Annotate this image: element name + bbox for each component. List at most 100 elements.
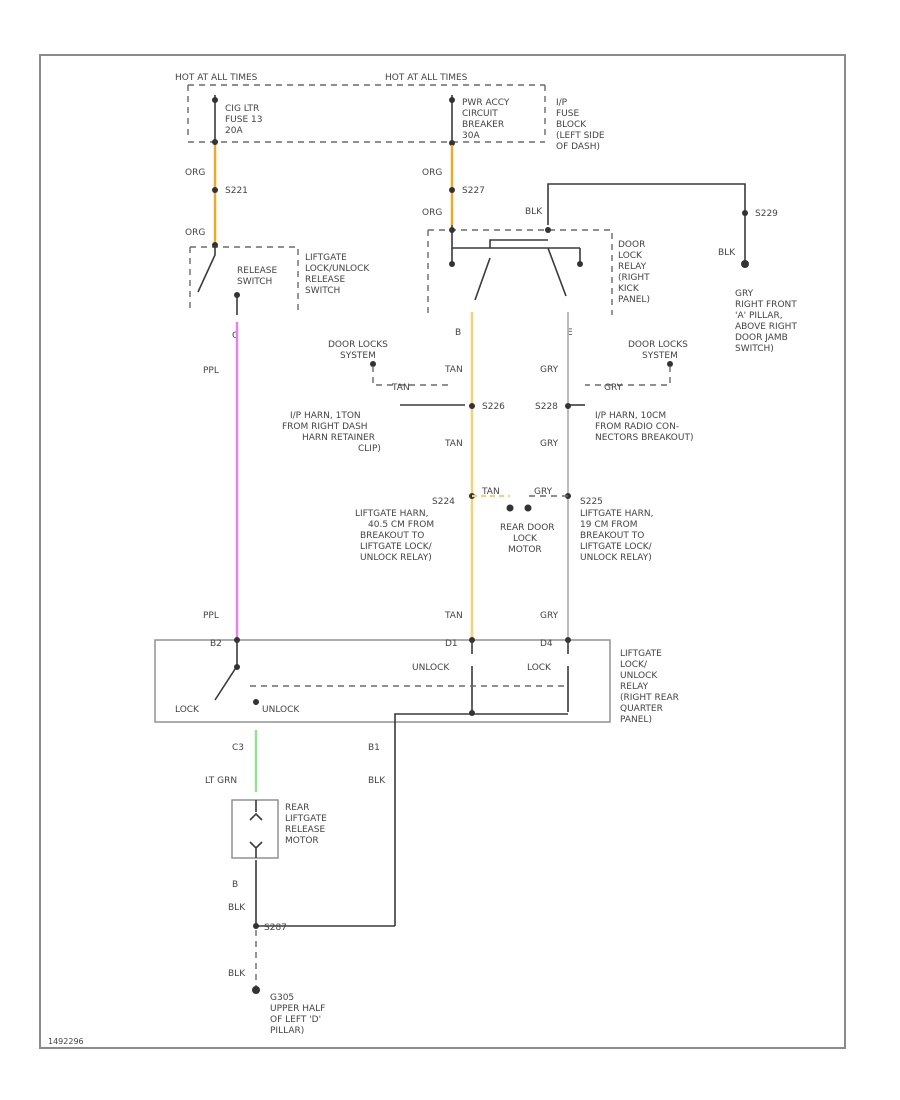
relay-bus-dot-2 — [545, 227, 551, 233]
s226-dot — [469, 403, 475, 409]
relay-unlock-contact — [253, 699, 259, 705]
s287-dot — [253, 923, 259, 929]
blk-b1-label: BLK — [368, 776, 386, 786]
d4-label: D4 — [540, 639, 553, 649]
relay-bus-dot-1 — [449, 227, 455, 233]
relay-left-switch — [214, 640, 238, 701]
s228-dot — [565, 403, 571, 409]
d1-label: D1 — [445, 639, 458, 649]
org-label-right-1: ORG — [422, 168, 442, 178]
relay-lock-left: LOCK — [175, 705, 200, 715]
gry-label-dash: GRY — [604, 383, 623, 393]
door-lock-relay-box — [427, 229, 613, 315]
relay-unlock-left: UNLOCK — [262, 705, 300, 715]
tan-label-branch: TAN — [481, 487, 500, 497]
motor-ground-wire — [255, 860, 395, 927]
blk-label-right: BLK — [718, 248, 736, 258]
door-locks-left-dot — [370, 361, 376, 367]
hot-label-left: HOT AT ALL TIMES — [175, 73, 258, 83]
ltgrn-label: LT GRN — [205, 776, 237, 786]
b2-label: B2 — [210, 639, 222, 649]
gry-label-3: GRY — [540, 611, 559, 621]
tan-label-1: TAN — [444, 365, 463, 375]
s228-label: S228 — [535, 402, 558, 412]
fuse13-bottom-dot — [212, 139, 218, 145]
gry-label-2: GRY — [540, 439, 559, 449]
relay-node-2 — [577, 261, 583, 267]
figure-id: 1492296 — [48, 1037, 84, 1046]
gry-label-branch: GRY — [534, 487, 553, 497]
ppl-label-1: PPL — [203, 366, 219, 376]
rear-door-motor-dot-2 — [524, 504, 532, 512]
hot-bus-line — [187, 84, 546, 140]
door-locks-right-dot — [667, 361, 673, 367]
hot-label-right: HOT AT ALL TIMES — [385, 73, 468, 83]
s229-dot — [742, 210, 748, 216]
blk-bottom-label: BLK — [228, 969, 246, 979]
b1-label: B1 — [368, 743, 380, 753]
blk-motor-label: BLK — [228, 903, 246, 913]
relay-left-contact-dot — [234, 664, 240, 670]
org-label-left-2: ORG — [185, 228, 205, 238]
relay-ground-bus — [394, 713, 568, 926]
pin-b-motor: B — [232, 880, 238, 890]
gry-label-1: GRY — [540, 365, 559, 375]
door-locks-right-dash — [585, 366, 671, 386]
release-switch-box — [189, 246, 299, 312]
ppl-label-2: PPL — [203, 611, 219, 621]
pin-c-top: C — [232, 331, 238, 341]
diagram-frame — [39, 54, 846, 1049]
relay-bus — [451, 225, 580, 249]
relay-unlock-label: UNLOCK — [412, 663, 450, 673]
org-label-right-2: ORG — [422, 208, 442, 218]
relay-ground-dot — [469, 710, 475, 716]
c3-label: C3 — [232, 743, 244, 753]
s225-label: S225 — [580, 497, 603, 507]
door-locks-left-dash — [372, 366, 450, 386]
pin-b: B — [455, 328, 461, 338]
s227-label: S227 — [462, 186, 485, 196]
ground-right-dot — [741, 260, 749, 268]
breaker-top-dot — [449, 97, 455, 103]
rear-door-motor-dot-1 — [506, 504, 514, 512]
s221-dot — [212, 187, 218, 193]
org-label-left-1: ORG — [185, 168, 205, 178]
release-switch-blade — [197, 245, 216, 293]
relay-lock-label: LOCK — [527, 663, 552, 673]
tan-label-3: TAN — [444, 611, 463, 621]
breaker-bottom-dot — [449, 140, 455, 146]
fuse13-top-dot — [212, 97, 218, 103]
s226-label: S226 — [482, 402, 505, 412]
s224-label: S224 — [432, 497, 455, 507]
tan-label-2: TAN — [444, 439, 463, 449]
relay-left-contact — [451, 248, 491, 301]
s229-label: S229 — [755, 209, 778, 219]
release-motor-box — [231, 799, 279, 859]
blk-ground-wire — [547, 183, 746, 262]
s221-label: S221 — [225, 186, 248, 196]
liftgate-relay-box — [154, 639, 611, 723]
release-motor-symbol — [249, 800, 263, 858]
ground-bottom-dot — [252, 986, 260, 994]
relay-right-contact — [547, 247, 581, 297]
pin-e: E — [567, 328, 573, 338]
relay-node-1 — [449, 261, 455, 267]
s227-dot — [449, 187, 455, 193]
